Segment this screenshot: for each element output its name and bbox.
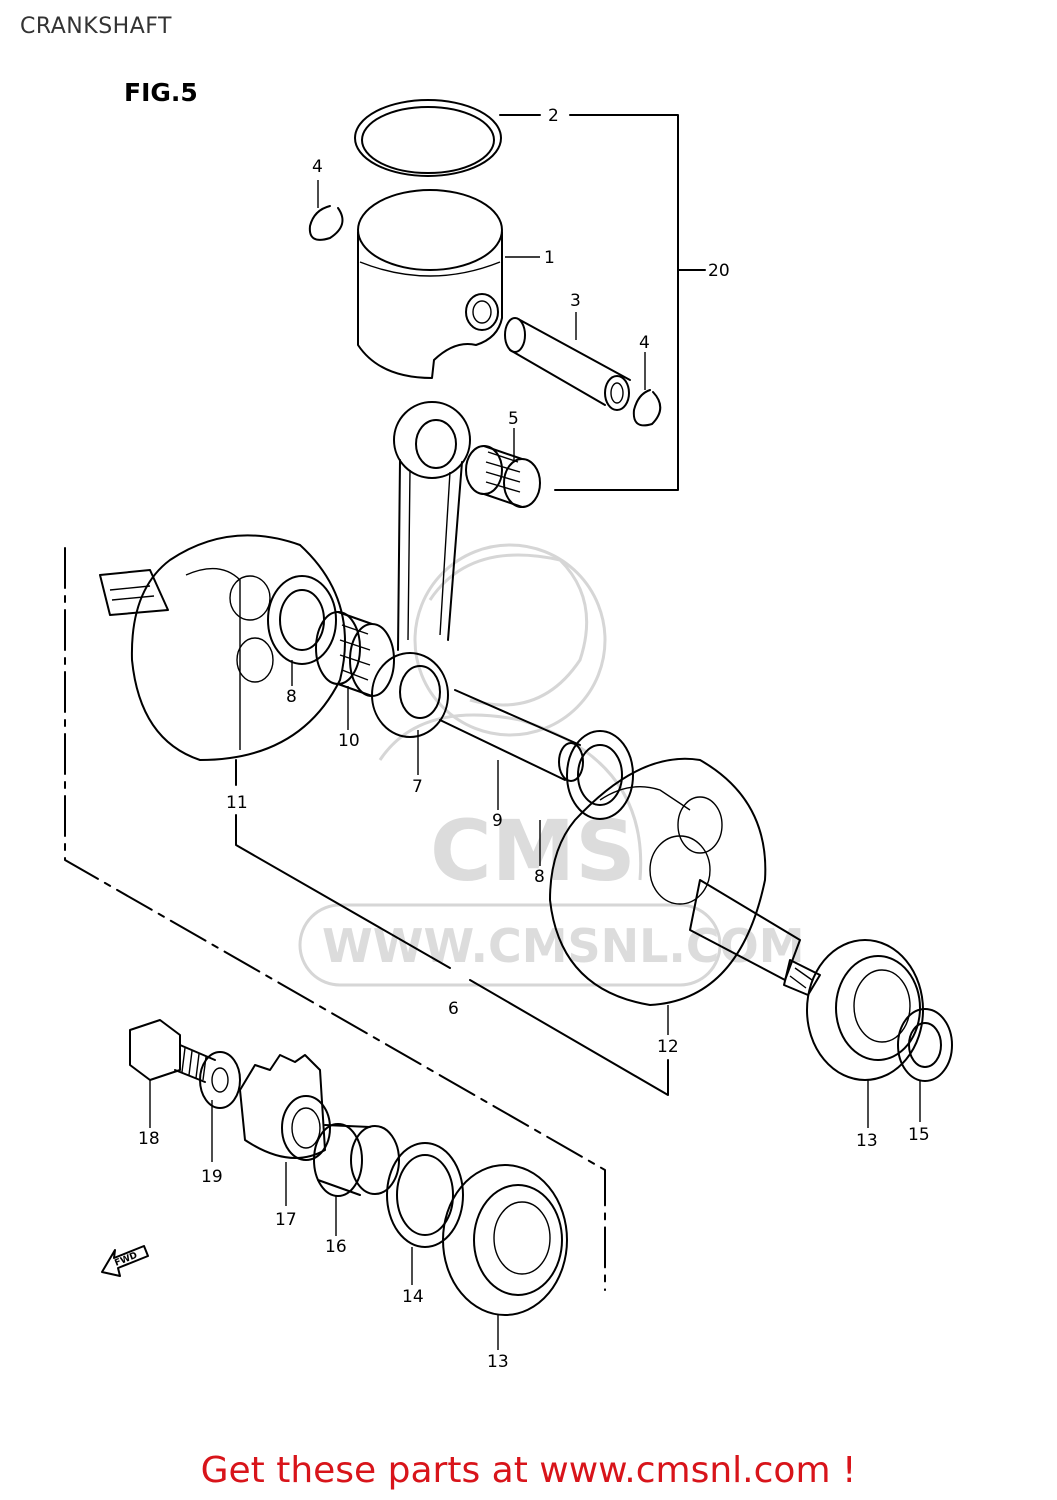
callout-4-left: 4 (312, 157, 323, 177)
callout-9: 9 (492, 811, 503, 831)
piston (357, 189, 503, 379)
circlip-right (632, 389, 662, 427)
callout-6: 6 (448, 999, 459, 1019)
assembly-bracket-lines (64, 114, 706, 1291)
thrust-washer-left (267, 575, 337, 665)
callout-18: 18 (138, 1129, 160, 1149)
callout-2: 2 (548, 106, 559, 126)
spacer (313, 1123, 400, 1197)
callout-14: 14 (402, 1287, 424, 1307)
piston-ring (354, 99, 502, 177)
circlip-left (308, 205, 344, 241)
callout-8-right: 8 (534, 867, 545, 887)
oil-seal-left (386, 1142, 464, 1248)
crankshaft-left-half (99, 534, 346, 761)
watermark-logo-text: CMS (430, 802, 636, 900)
callout-13-right: 13 (856, 1131, 878, 1151)
bolt (129, 1019, 216, 1083)
callout-17: 17 (275, 1210, 297, 1230)
callout-7: 7 (412, 777, 423, 797)
callout-8-left: 8 (286, 687, 297, 707)
fwd-label: FWD (113, 1251, 139, 1269)
callout-13-left: 13 (487, 1352, 509, 1372)
callout-5: 5 (508, 409, 519, 429)
exploded-view-drawing: WWW.CMSNL.COM CMS (64, 99, 953, 1372)
get-parts-link[interactable]: Get these parts at www.cmsnl.com ! (200, 1450, 857, 1491)
callout-10: 10 (338, 731, 360, 751)
small-end-needle-bearing (465, 445, 541, 508)
callout-16: 16 (325, 1237, 347, 1257)
callout-3: 3 (570, 291, 581, 311)
callout-15: 15 (908, 1125, 930, 1145)
forward-direction-arrow: FWD (101, 1245, 149, 1277)
callout-20: 20 (708, 261, 730, 281)
leader-lines (149, 180, 921, 1350)
thrust-washer-right (566, 730, 634, 820)
primary-drive-gear (239, 1054, 331, 1161)
piston-pin (504, 317, 631, 411)
crank-pin (439, 689, 584, 782)
crankshaft-bearing-left (442, 1164, 568, 1316)
crankshaft-bearing-right (806, 939, 924, 1081)
connecting-rod (371, 401, 471, 738)
cms-watermark-logo: WWW.CMSNL.COM CMS (298, 543, 805, 987)
big-end-needle-bearing (315, 611, 395, 697)
callout-12: 12 (657, 1037, 679, 1057)
callout-labels: 2 4 1 20 3 4 5 8 10 7 11 9 8 6 12 15 13 … (138, 106, 930, 1372)
callout-1: 1 (544, 248, 555, 268)
page-title: CRANKSHAFT (20, 14, 172, 39)
callout-4-right: 4 (639, 333, 650, 353)
washer (199, 1051, 241, 1109)
callout-19: 19 (201, 1167, 223, 1187)
callout-11: 11 (226, 793, 248, 813)
figure-label: FIG.5 (124, 78, 198, 107)
oil-seal-right (897, 1008, 953, 1082)
